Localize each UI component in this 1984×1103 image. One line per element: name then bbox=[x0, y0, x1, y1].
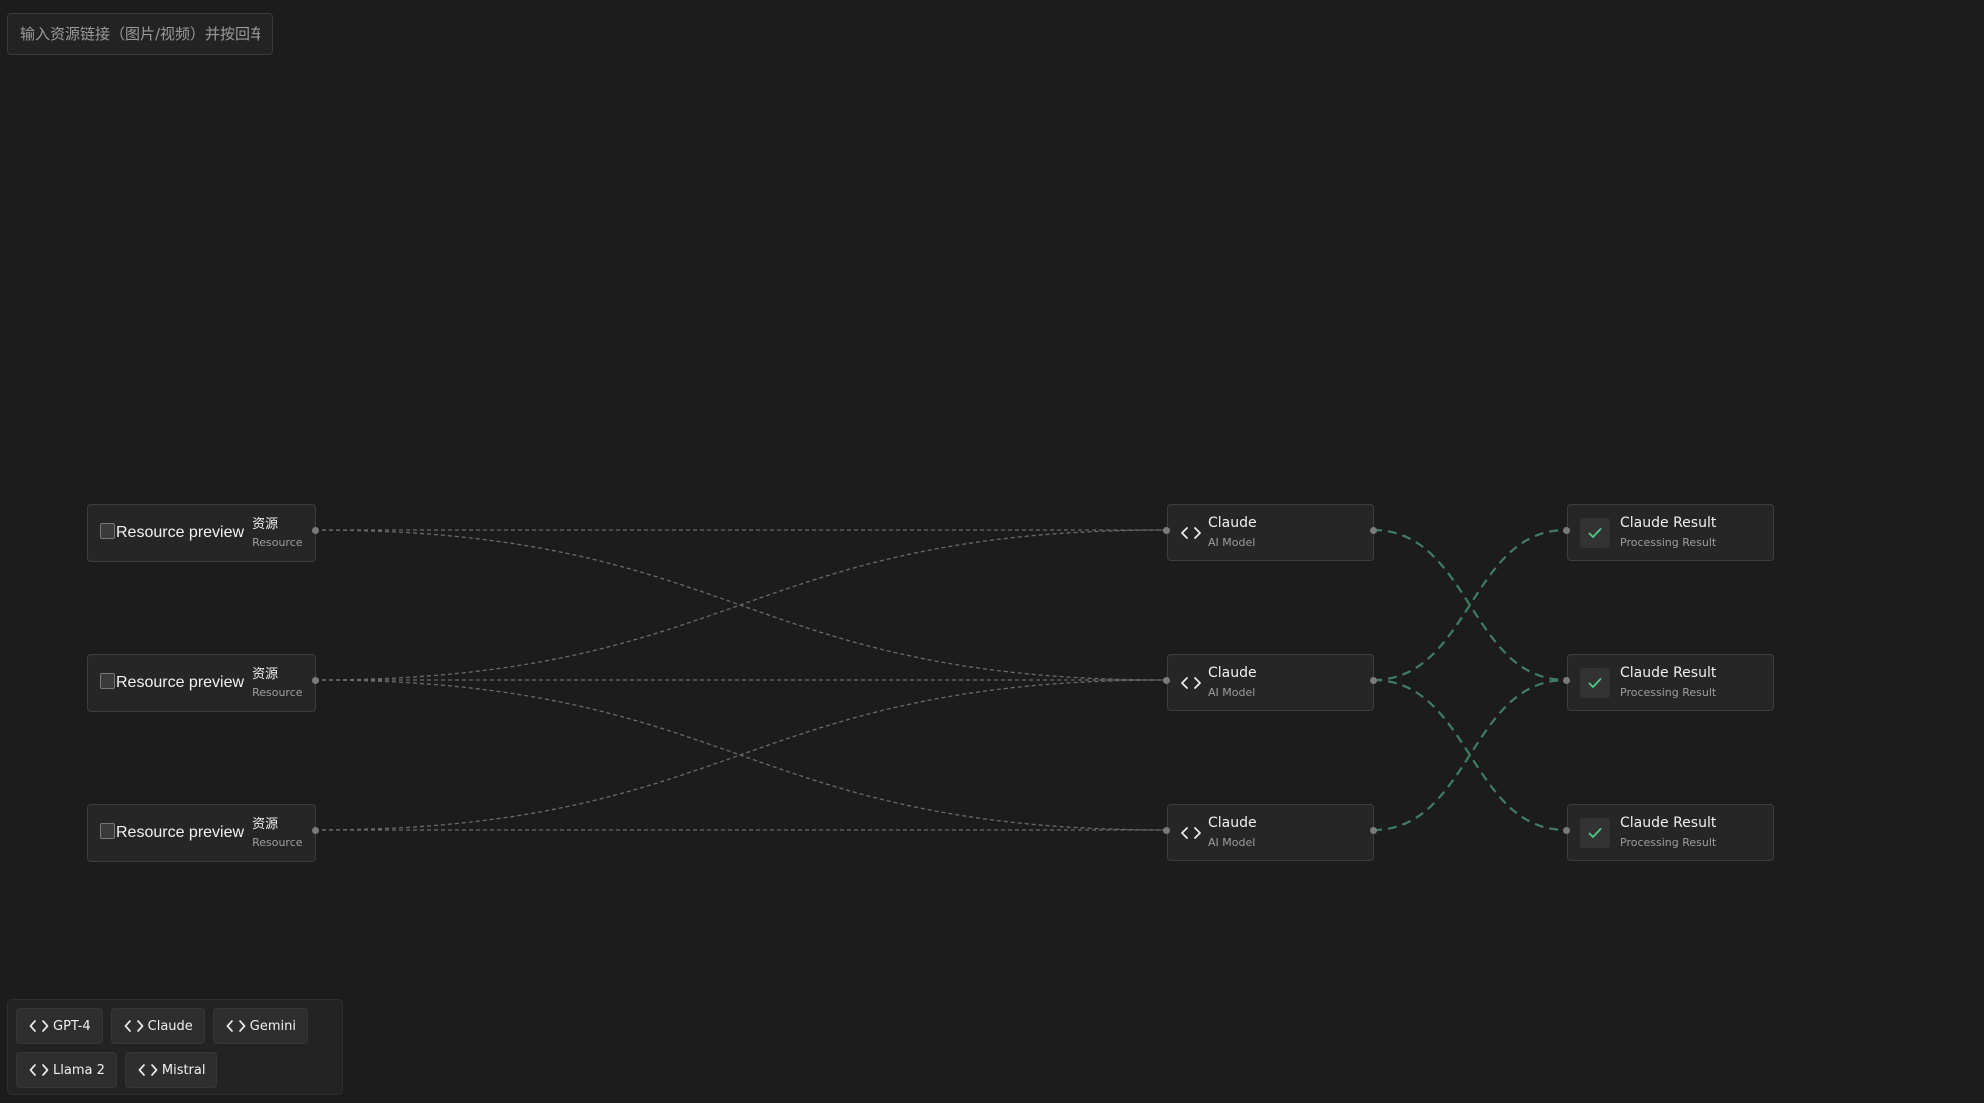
resource-text: 资源 Resource bbox=[252, 817, 302, 850]
palette-row: Llama 2 Mistral bbox=[16, 1052, 334, 1088]
model-text: Claude AI Model bbox=[1208, 815, 1257, 849]
resource-subtitle: Resource bbox=[252, 535, 303, 549]
model-node[interactable]: Claude AI Model bbox=[1167, 504, 1374, 561]
resource-title: 资源 bbox=[252, 516, 279, 532]
palette-item-label: Mistral bbox=[161, 1062, 206, 1078]
result-node[interactable]: Claude Result Processing Result bbox=[1567, 654, 1774, 711]
resource-subtitle: Resource bbox=[252, 835, 303, 849]
resource-subtitle: Resource bbox=[252, 685, 303, 699]
model-input-handle[interactable] bbox=[1163, 677, 1170, 684]
palette-item-label: Claude bbox=[147, 1018, 193, 1034]
result-input-handle[interactable] bbox=[1563, 527, 1570, 534]
palette-item-llama-2[interactable]: Llama 2 bbox=[16, 1052, 117, 1088]
check-icon bbox=[1580, 517, 1610, 548]
resource-url-input[interactable] bbox=[7, 13, 273, 55]
code-icon bbox=[1180, 674, 1202, 692]
code-icon bbox=[124, 1017, 144, 1035]
resource-node[interactable]: Resource preview 资源 Resource bbox=[87, 654, 316, 712]
palette-item-gpt-4[interactable]: GPT-4 bbox=[16, 1008, 103, 1044]
model-input-handle[interactable] bbox=[1163, 527, 1170, 534]
check-icon bbox=[1580, 667, 1610, 698]
result-text: Claude Result Processing Result bbox=[1620, 665, 1716, 699]
model-output-handle[interactable] bbox=[1370, 527, 1377, 534]
resource-text: 资源 Resource bbox=[252, 517, 302, 550]
resource-title: 资源 bbox=[252, 666, 279, 682]
result-node[interactable]: Claude Result Processing Result bbox=[1567, 504, 1774, 561]
model-node[interactable]: Claude AI Model bbox=[1167, 654, 1374, 711]
palette-item-mistral[interactable]: Mistral bbox=[124, 1052, 218, 1088]
edge-model3-result2 bbox=[1372, 678, 1567, 832]
result-title: Claude Result bbox=[1620, 515, 1717, 532]
edge-res2-model1 bbox=[314, 529, 1167, 681]
result-text: Claude Result Processing Result bbox=[1620, 815, 1716, 849]
code-icon bbox=[226, 1017, 246, 1035]
code-icon bbox=[29, 1017, 49, 1035]
resource-node[interactable]: Resource preview 资源 Resource bbox=[87, 804, 316, 862]
edge-res3-model2 bbox=[314, 679, 1167, 831]
resource-output-handle[interactable] bbox=[312, 827, 319, 834]
resource-preview-image: Resource preview bbox=[100, 523, 245, 542]
result-subtitle: Processing Result bbox=[1620, 685, 1717, 699]
palette-item-claude[interactable]: Claude bbox=[110, 1008, 205, 1044]
palette-item-gemini[interactable]: Gemini bbox=[212, 1008, 308, 1044]
edge-res2-model3 bbox=[314, 679, 1167, 831]
model-output-handle[interactable] bbox=[1370, 827, 1377, 834]
code-icon bbox=[1180, 824, 1202, 842]
resource-node[interactable]: Resource preview 资源 Resource bbox=[87, 504, 316, 562]
check-icon bbox=[1580, 817, 1610, 848]
resource-preview-alt: Resource preview bbox=[116, 524, 245, 541]
model-output-handle[interactable] bbox=[1370, 677, 1377, 684]
palette-item-label: Gemini bbox=[249, 1018, 296, 1034]
resource-output-handle[interactable] bbox=[312, 677, 319, 684]
resource-preview-image: Resource preview bbox=[100, 823, 245, 842]
edge-model1-result2 bbox=[1372, 528, 1567, 682]
model-palette: GPT-4 Claude Gemini Llama 2 bbox=[7, 999, 343, 1095]
result-title: Claude Result bbox=[1620, 815, 1717, 832]
result-subtitle: Processing Result bbox=[1620, 535, 1717, 549]
broken-image-icon bbox=[100, 673, 115, 689]
edge-model2-result1 bbox=[1372, 528, 1567, 682]
result-title: Claude Result bbox=[1620, 665, 1717, 682]
model-title: Claude bbox=[1208, 515, 1257, 532]
edge-res1-model2 bbox=[314, 529, 1167, 681]
code-icon bbox=[138, 1061, 158, 1079]
result-input-handle[interactable] bbox=[1563, 827, 1570, 834]
result-subtitle: Processing Result bbox=[1620, 835, 1717, 849]
code-icon bbox=[1180, 524, 1202, 542]
resource-preview-alt: Resource preview bbox=[116, 824, 245, 841]
model-subtitle: AI Model bbox=[1208, 535, 1256, 549]
resource-output-handle[interactable] bbox=[312, 527, 319, 534]
model-node[interactable]: Claude AI Model bbox=[1167, 804, 1374, 861]
broken-image-icon bbox=[100, 523, 115, 539]
model-text: Claude AI Model bbox=[1208, 515, 1257, 549]
result-node[interactable]: Claude Result Processing Result bbox=[1567, 804, 1774, 861]
model-text: Claude AI Model bbox=[1208, 665, 1257, 699]
resource-text: 资源 Resource bbox=[252, 667, 302, 700]
edge-model2-result3 bbox=[1372, 678, 1567, 832]
palette-item-label: GPT-4 bbox=[53, 1018, 91, 1034]
palette-item-label: Llama 2 bbox=[53, 1062, 105, 1078]
result-input-handle[interactable] bbox=[1563, 677, 1570, 684]
palette-row: GPT-4 Claude Gemini bbox=[16, 1008, 334, 1044]
resource-preview-alt: Resource preview bbox=[116, 674, 245, 691]
result-text: Claude Result Processing Result bbox=[1620, 515, 1716, 549]
model-subtitle: AI Model bbox=[1208, 685, 1256, 699]
model-input-handle[interactable] bbox=[1163, 827, 1170, 834]
model-title: Claude bbox=[1208, 665, 1257, 682]
broken-image-icon bbox=[100, 823, 115, 839]
code-icon bbox=[29, 1061, 49, 1079]
model-subtitle: AI Model bbox=[1208, 835, 1256, 849]
resource-title: 资源 bbox=[252, 816, 279, 832]
resource-preview-image: Resource preview bbox=[100, 673, 245, 692]
model-title: Claude bbox=[1208, 815, 1257, 832]
